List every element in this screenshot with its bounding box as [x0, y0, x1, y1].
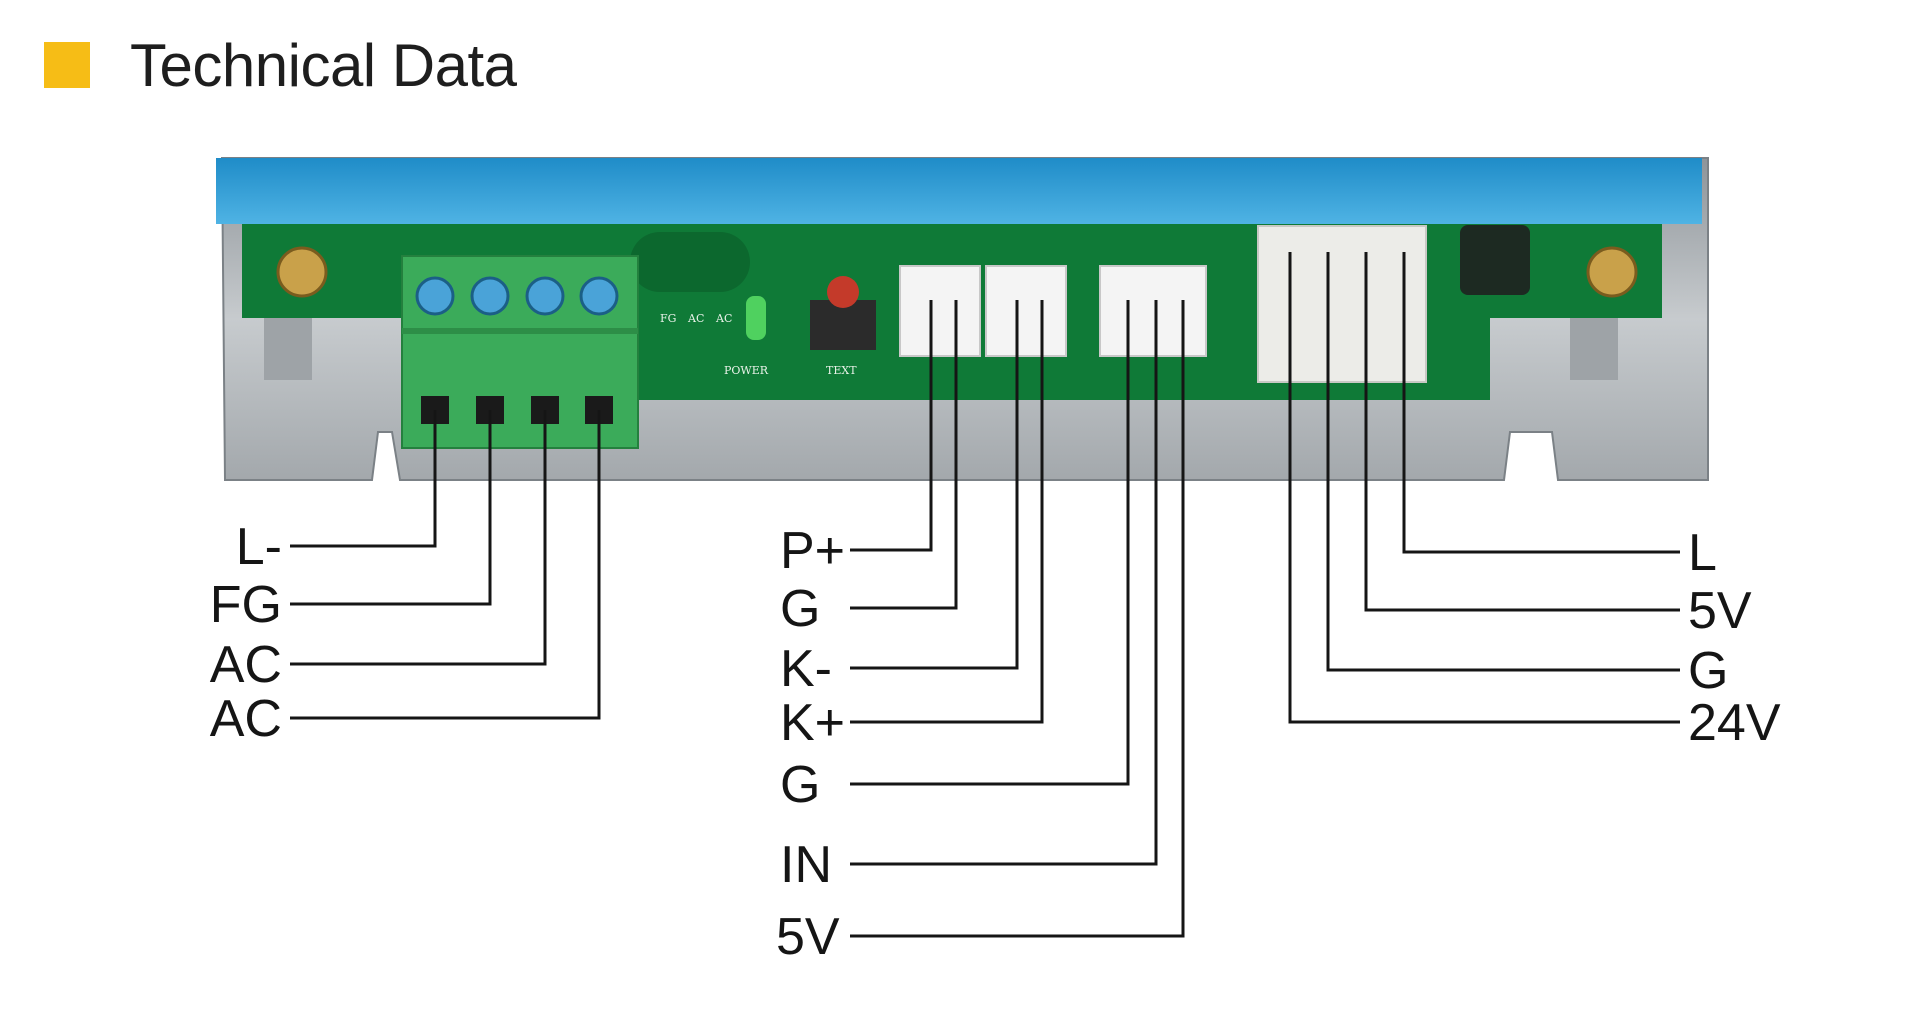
- connector-gin5v: [1099, 265, 1207, 357]
- pin-label-5v-2: 5V: [1688, 582, 1752, 640]
- power-silkscreen: POWER: [724, 364, 769, 377]
- leader-line-g-1: [850, 300, 958, 610]
- leader-line-g-3: [1326, 252, 1680, 672]
- leader-line-l: [1402, 252, 1680, 554]
- leader-line-5v-1: [850, 300, 1185, 938]
- leader-line-k-minus: [850, 300, 1019, 670]
- leader-line-fg: [290, 410, 492, 606]
- terminal-screw-icon: [415, 276, 455, 316]
- pin-label-fg: FG: [210, 576, 282, 634]
- pin-label-g-2: G: [780, 756, 820, 814]
- section-heading: Technical Data: [44, 30, 517, 100]
- pin-label-5v-1: 5V: [776, 908, 840, 966]
- leader-line-ac-2: [290, 410, 601, 720]
- terminal-screw-icon: [525, 276, 565, 316]
- power-connector: [1257, 225, 1427, 383]
- power-connector-labels: L 5V G 24V: [1688, 524, 1781, 752]
- pin-label-k-plus: K+: [780, 694, 845, 752]
- test-button-icon: [810, 300, 876, 350]
- power-led-icon: [746, 296, 766, 340]
- pin-label-g-3: G: [1688, 642, 1728, 700]
- leader-line-k-plus: [850, 300, 1044, 724]
- signal-connectors: [899, 265, 1207, 357]
- terminal-block: [401, 255, 639, 449]
- heading-bullet-icon: [44, 42, 90, 88]
- leader-lines: [290, 252, 1680, 938]
- leader-line-g-2: [850, 300, 1130, 786]
- pin-label-l-minus: L-: [236, 518, 282, 576]
- pin-label-l: L: [1688, 524, 1717, 582]
- ac-silkscreen-1: AC: [687, 312, 704, 325]
- terminal-screw-icon: [579, 276, 619, 316]
- leader-line-p-plus: [850, 300, 933, 552]
- pin-label-ac-1: AC: [210, 636, 282, 694]
- leader-line-l-minus: [290, 410, 437, 548]
- leader-line-5v-2: [1364, 252, 1680, 612]
- pin-label-ac-2: AC: [210, 690, 282, 748]
- signal-connector-labels: P+ G K- K+ G IN 5V: [776, 522, 845, 966]
- ac-silkscreen-2: AC: [715, 312, 732, 325]
- connector-pk: [899, 265, 981, 357]
- blue-cover: [216, 158, 1702, 224]
- leader-line-in: [850, 300, 1158, 866]
- connector-kk: [985, 265, 1067, 357]
- leader-line-24v: [1288, 252, 1680, 724]
- pin-label-24v: 24V: [1688, 694, 1781, 752]
- pin-label-in: IN: [780, 836, 832, 894]
- fg-silkscreen: FG: [660, 312, 676, 325]
- pin-label-p-plus: P+: [780, 522, 845, 580]
- pin-label-k-minus: K-: [780, 640, 832, 698]
- leader-line-ac-1: [290, 410, 547, 666]
- test-silkscreen: TEXT: [826, 364, 857, 377]
- pin-label-g-1: G: [780, 580, 820, 638]
- page-title: Technical Data: [130, 31, 517, 99]
- terminal-block-labels: L- FG AC AC: [210, 518, 282, 748]
- terminal-screw-icon: [470, 276, 510, 316]
